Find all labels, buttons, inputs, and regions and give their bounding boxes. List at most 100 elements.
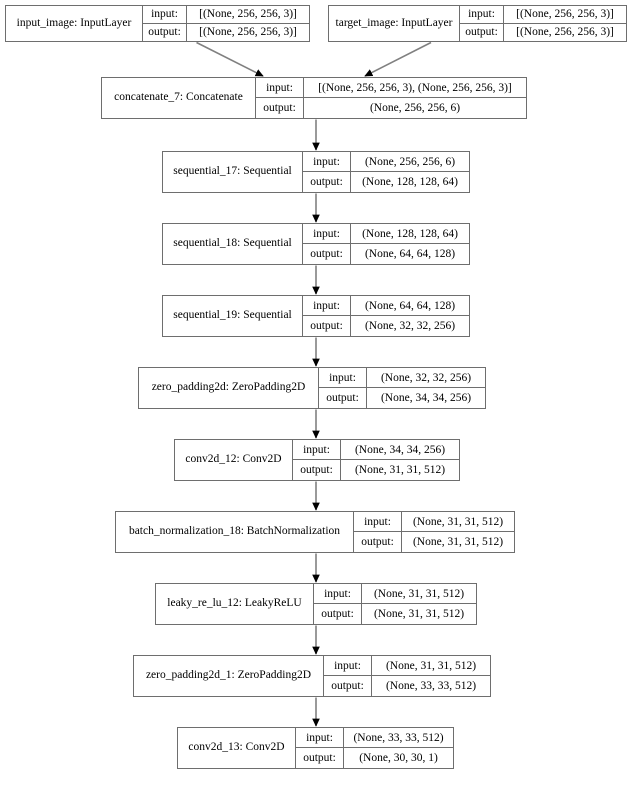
node-leaky_re_lu_12-input-row: input: (None, 31, 31, 512) [314, 584, 476, 604]
node-leaky_re_lu_12-input-value: (None, 31, 31, 512) [373, 587, 465, 600]
node-sequential_17-label: sequential_17: Sequential [163, 152, 303, 192]
node-conv2d_12-input-row: input: (None, 34, 34, 256) [293, 440, 459, 460]
node-batch_normalization_18-io: input: (None, 31, 31, 512) output: (None… [354, 512, 514, 552]
node-zero_padding2d-label: zero_padding2d: ZeroPadding2D [139, 368, 319, 408]
node-sequential_19-output-row: output: (None, 32, 32, 256) [303, 316, 469, 336]
input-label: input: [354, 512, 402, 531]
node-batch_normalization_18-input-value: (None, 31, 31, 512) [412, 515, 504, 528]
node-target_image-output-row: output: [(None, 256, 256, 3)] [460, 23, 626, 41]
node-conv2d_13-io: input: (None, 33, 33, 512) output: (None… [296, 728, 453, 768]
node-leaky_re_lu_12-label: leaky_re_lu_12: LeakyReLU [156, 584, 314, 624]
node-batch_normalization_18-output-row: output: (None, 31, 31, 512) [354, 532, 514, 552]
node-sequential_17-io: input: (None, 256, 256, 6) output: (None… [303, 152, 469, 192]
node-zero_padding2d-io: input: (None, 32, 32, 256) output: (None… [319, 368, 485, 408]
output-label: output: [296, 748, 344, 768]
node-target_image[interactable]: target_image: InputLayer input: [(None, … [328, 5, 627, 42]
node-conv2d_13-input-value: (None, 33, 33, 512) [353, 731, 444, 744]
input-label: input: [460, 6, 504, 23]
node-conv2d_13-label: conv2d_13: Conv2D [178, 728, 296, 768]
node-target_image-label: target_image: InputLayer [329, 6, 460, 41]
node-batch_normalization_18[interactable]: batch_normalization_18: BatchNormalizati… [115, 511, 515, 553]
node-sequential_19-input-value: (None, 64, 64, 128) [364, 299, 456, 312]
node-concatenate_7-label: concatenate_7: Concatenate [102, 78, 256, 118]
output-label: output: [303, 244, 351, 264]
node-sequential_19-label: sequential_19: Sequential [163, 296, 303, 336]
node-sequential_18-input-row: input: (None, 128, 128, 64) [303, 224, 469, 244]
node-conv2d_12-output-value: (None, 31, 31, 512) [354, 464, 446, 476]
edge-input_image-to-concatenate_7 [196, 41, 264, 77]
node-concatenate_7-input-value: [(None, 256, 256, 3), (None, 256, 256, 3… [318, 81, 512, 94]
output-label: output: [314, 604, 362, 624]
node-concatenate_7-input-row: input: [(None, 256, 256, 3), (None, 256,… [256, 78, 526, 98]
output-label: output: [256, 98, 304, 118]
node-sequential_17-input-value: (None, 256, 256, 6) [364, 155, 456, 168]
node-sequential_18-io: input: (None, 128, 128, 64) output: (Non… [303, 224, 469, 264]
input-label: input: [296, 728, 344, 747]
node-leaky_re_lu_12[interactable]: leaky_re_lu_12: LeakyReLU input: (None, … [155, 583, 477, 625]
node-zero_padding2d-output-row: output: (None, 34, 34, 256) [319, 388, 485, 408]
output-label: output: [460, 23, 504, 41]
node-target_image-io: input: [(None, 256, 256, 3)] output: [(N… [460, 6, 626, 41]
node-zero_padding2d_1-output-row: output: (None, 33, 33, 512) [324, 676, 490, 696]
node-sequential_18[interactable]: sequential_18: Sequential input: (None, … [162, 223, 470, 265]
node-concatenate_7-io: input: [(None, 256, 256, 3), (None, 256,… [256, 78, 526, 118]
output-label: output: [354, 532, 402, 552]
node-conv2d_12-io: input: (None, 34, 34, 256) output: (None… [293, 440, 459, 480]
node-zero_padding2d-input-row: input: (None, 32, 32, 256) [319, 368, 485, 388]
node-sequential_18-label: sequential_18: Sequential [163, 224, 303, 264]
node-conv2d_12-output-row: output: (None, 31, 31, 512) [293, 460, 459, 480]
node-sequential_17-output-value: (None, 128, 128, 64) [362, 176, 458, 188]
node-target_image-input-row: input: [(None, 256, 256, 3)] [460, 6, 626, 24]
node-input_image-output-value: [(None, 256, 256, 3)] [199, 26, 297, 39]
output-label: output: [319, 388, 367, 408]
node-input_image-input-value: [(None, 256, 256, 3)] [199, 8, 297, 21]
input-label: input: [324, 656, 372, 675]
node-input_image-input-row: input: [(None, 256, 256, 3)] [143, 6, 309, 24]
node-zero_padding2d[interactable]: zero_padding2d: ZeroPadding2D input: (No… [138, 367, 486, 409]
edge-target_image-to-concatenate_7 [364, 41, 432, 77]
node-conv2d_13-output-value: (None, 30, 30, 1) [359, 752, 438, 764]
input-label: input: [314, 584, 362, 603]
node-concatenate_7[interactable]: concatenate_7: Concatenate input: [(None… [101, 77, 527, 119]
input-label: input: [303, 296, 351, 315]
node-zero_padding2d_1-input-value: (None, 31, 31, 512) [385, 659, 477, 672]
node-zero_padding2d_1-output-value: (None, 33, 33, 512) [385, 680, 477, 692]
node-conv2d_13[interactable]: conv2d_13: Conv2D input: (None, 33, 33, … [177, 727, 454, 769]
node-zero_padding2d-output-value: (None, 34, 34, 256) [380, 392, 472, 404]
output-label: output: [324, 676, 372, 696]
node-sequential_18-output-value: (None, 64, 64, 128) [364, 248, 456, 260]
node-batch_normalization_18-input-row: input: (None, 31, 31, 512) [354, 512, 514, 532]
node-concatenate_7-output-value: (None, 256, 256, 6) [369, 102, 461, 114]
node-target_image-output-value: [(None, 256, 256, 3)] [516, 26, 614, 39]
node-leaky_re_lu_12-output-value: (None, 31, 31, 512) [373, 608, 465, 620]
node-zero_padding2d-input-value: (None, 32, 32, 256) [380, 371, 472, 384]
input-label: input: [303, 152, 351, 171]
input-label: input: [319, 368, 367, 387]
node-input_image[interactable]: input_image: InputLayer input: [(None, 2… [5, 5, 310, 42]
node-sequential_19[interactable]: sequential_19: Sequential input: (None, … [162, 295, 470, 337]
node-sequential_17[interactable]: sequential_17: Sequential input: (None, … [162, 151, 470, 193]
node-zero_padding2d_1-io: input: (None, 31, 31, 512) output: (None… [324, 656, 490, 696]
node-batch_normalization_18-output-value: (None, 31, 31, 512) [412, 536, 504, 548]
node-target_image-input-value: [(None, 256, 256, 3)] [516, 8, 614, 21]
node-sequential_17-input-row: input: (None, 256, 256, 6) [303, 152, 469, 172]
input-label: input: [303, 224, 351, 243]
node-conv2d_12-label: conv2d_12: Conv2D [175, 440, 293, 480]
node-zero_padding2d_1-input-row: input: (None, 31, 31, 512) [324, 656, 490, 676]
node-conv2d_13-output-row: output: (None, 30, 30, 1) [296, 748, 453, 768]
node-leaky_re_lu_12-output-row: output: (None, 31, 31, 512) [314, 604, 476, 624]
node-sequential_19-io: input: (None, 64, 64, 128) output: (None… [303, 296, 469, 336]
node-input_image-output-row: output: [(None, 256, 256, 3)] [143, 23, 309, 41]
output-label: output: [143, 23, 187, 41]
node-zero_padding2d_1[interactable]: zero_padding2d_1: ZeroPadding2D input: (… [133, 655, 491, 697]
node-sequential_19-output-value: (None, 32, 32, 256) [364, 320, 456, 332]
node-zero_padding2d_1-label: zero_padding2d_1: ZeroPadding2D [134, 656, 324, 696]
node-concatenate_7-output-row: output: (None, 256, 256, 6) [256, 98, 526, 118]
node-sequential_18-input-value: (None, 128, 128, 64) [362, 227, 458, 240]
input-label: input: [143, 6, 187, 23]
input-label: input: [256, 78, 304, 97]
node-input_image-label: input_image: InputLayer [6, 6, 143, 41]
output-label: output: [293, 460, 341, 480]
node-conv2d_12[interactable]: conv2d_12: Conv2D input: (None, 34, 34, … [174, 439, 460, 481]
